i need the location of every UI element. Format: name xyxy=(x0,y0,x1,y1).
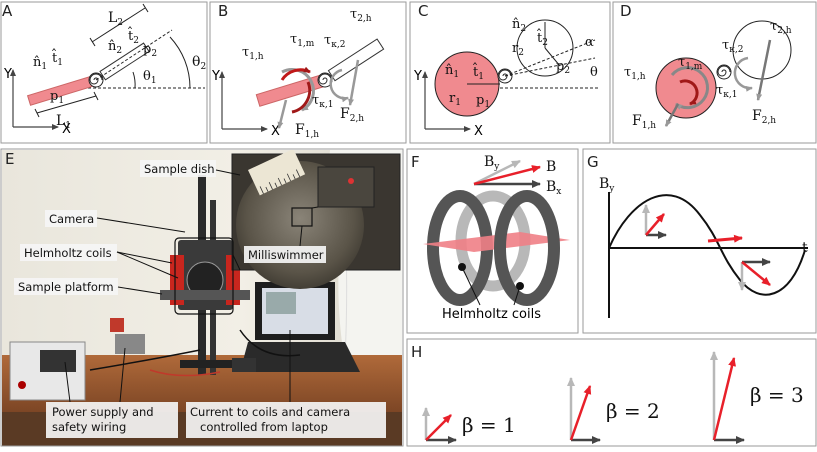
label-sample-platform: Sample platform xyxy=(18,280,114,294)
svg-text:G: G xyxy=(587,153,599,171)
label-p2: p2 xyxy=(143,42,157,59)
axis-x-label: X xyxy=(62,122,71,137)
svg-text:X: X xyxy=(474,124,483,139)
panel-a: A Y X L2 n̂2 t̂2 p2 θ2 θ1 n̂1 t xyxy=(2,2,206,137)
svg-text:Y: Y xyxy=(413,69,422,84)
sine-wave xyxy=(608,194,806,296)
panel-letter-e: E xyxy=(5,150,14,168)
label-n2: n̂2 xyxy=(108,39,122,56)
label-l2: L2 xyxy=(108,10,123,28)
svg-text:F2,h: F2,h xyxy=(340,106,364,124)
label-milliswimmer: Milliswimmer xyxy=(248,248,324,262)
label-theta1: θ1 xyxy=(143,69,157,86)
theta1-arc xyxy=(132,71,136,89)
force-2h-arrow xyxy=(348,59,360,106)
svg-text:r1: r1 xyxy=(449,91,461,108)
svg-text:F1,h: F1,h xyxy=(295,122,319,140)
svg-text:B: B xyxy=(546,159,556,175)
torque-2h-arrow xyxy=(329,68,349,103)
svg-text:H: H xyxy=(411,343,422,361)
label-t1: t̂1 xyxy=(51,48,63,68)
axis-y-label: Y xyxy=(3,67,12,82)
panel-b: B Y X τ2,h τ1,m τκ,2 τ1,h τκ,1 F2,h F1,h xyxy=(211,2,385,140)
label-current-line1: Current to coils and camera xyxy=(190,405,350,419)
svg-text:τ2,h: τ2,h xyxy=(770,19,792,36)
panel-letter-b: B xyxy=(218,2,228,20)
panel-letter-d: D xyxy=(620,2,632,20)
label-camera: Camera xyxy=(49,212,94,226)
svg-text:t̂1: t̂1 xyxy=(472,62,484,82)
svg-text:p2: p2 xyxy=(556,59,570,76)
label-n1: n̂1 xyxy=(33,55,47,72)
svg-text:F1,h: F1,h xyxy=(632,113,656,131)
axis-y-label: Y xyxy=(211,69,220,84)
label-helmholtz-coils: Helmholtz coils xyxy=(24,246,112,260)
panel-d-border xyxy=(612,1,817,144)
panel-a-border xyxy=(0,1,208,144)
svg-text:p1: p1 xyxy=(476,93,490,110)
svg-text:F: F xyxy=(411,153,420,171)
label-l1: L1 xyxy=(56,113,71,131)
torque-1h-arrow xyxy=(281,68,315,112)
label-theta2: θ2 xyxy=(192,54,206,72)
panel-d: D τ2,h τκ,2 τ1,h τ1,m τκ,1 F1,h F2,h xyxy=(620,2,792,131)
svg-text:τκ,1: τκ,1 xyxy=(312,93,333,110)
svg-text:τ1,m: τ1,m xyxy=(678,55,703,72)
label-helmholtz-coils: Helmholtz coils xyxy=(442,307,541,322)
svg-text:By: By xyxy=(599,176,615,194)
svg-text:τκ,2: τκ,2 xyxy=(722,38,743,55)
svg-text:τκ,1: τκ,1 xyxy=(716,83,737,100)
force-1h-arrow xyxy=(277,99,288,129)
panel-letter-c: C xyxy=(418,2,428,20)
label-sample-dish: Sample dish xyxy=(144,162,215,176)
axis-x-label: X xyxy=(271,124,280,139)
panel-c: C Y X n̂2 t̂2 r2 α p2 θ n̂1 t̂1 r1 p1 xyxy=(413,2,600,139)
svg-text:n̂1: n̂1 xyxy=(445,63,459,80)
svg-text:r2: r2 xyxy=(512,41,524,58)
panel-h: H β = 1 β = 2 β = 3 xyxy=(406,338,817,447)
svg-text:By: By xyxy=(484,154,500,172)
svg-text:τ2,h: τ2,h xyxy=(350,7,372,24)
link-2-axis xyxy=(95,29,173,81)
svg-text:t̂2: t̂2 xyxy=(536,28,548,48)
link-2 xyxy=(327,38,385,82)
label-t2: t̂2 xyxy=(127,26,139,46)
panel-g: G By t xyxy=(582,148,817,334)
svg-text:Bx: Bx xyxy=(546,179,561,197)
torque-1m-arrow xyxy=(280,66,311,81)
panel-e-photo: E Sample dish Camera Helmholtz coils Sam… xyxy=(0,148,404,447)
svg-text:F2,h: F2,h xyxy=(752,108,776,126)
torque-k1-arc xyxy=(291,81,312,114)
label-p1: p1 xyxy=(50,89,64,106)
beta-1-label: β = 1 xyxy=(462,413,516,437)
label-current-line2: controlled from laptop xyxy=(200,420,328,434)
panel-b-border xyxy=(209,1,407,144)
svg-text:α: α xyxy=(585,35,594,50)
label-power-line1: Power supply and xyxy=(52,405,154,419)
label-power-line2: safety wiring xyxy=(52,420,126,434)
svg-text:τ1,h: τ1,h xyxy=(242,45,264,62)
panel-c-border xyxy=(409,1,611,144)
panel-letter-a: A xyxy=(2,2,13,20)
svg-text:θ: θ xyxy=(590,65,598,80)
svg-text:τ1,m: τ1,m xyxy=(290,32,315,49)
beta-2-label: β = 2 xyxy=(606,399,660,423)
panel-f: F By B Bx Helmholtz coils xyxy=(406,148,579,334)
theta2-arc xyxy=(169,36,191,89)
svg-text:τκ,2: τκ,2 xyxy=(324,33,345,50)
beta-3-label: β = 3 xyxy=(750,383,804,407)
svg-text:t: t xyxy=(802,240,808,256)
svg-text:τ1,h: τ1,h xyxy=(624,65,646,82)
svg-text:n̂2: n̂2 xyxy=(512,17,526,34)
